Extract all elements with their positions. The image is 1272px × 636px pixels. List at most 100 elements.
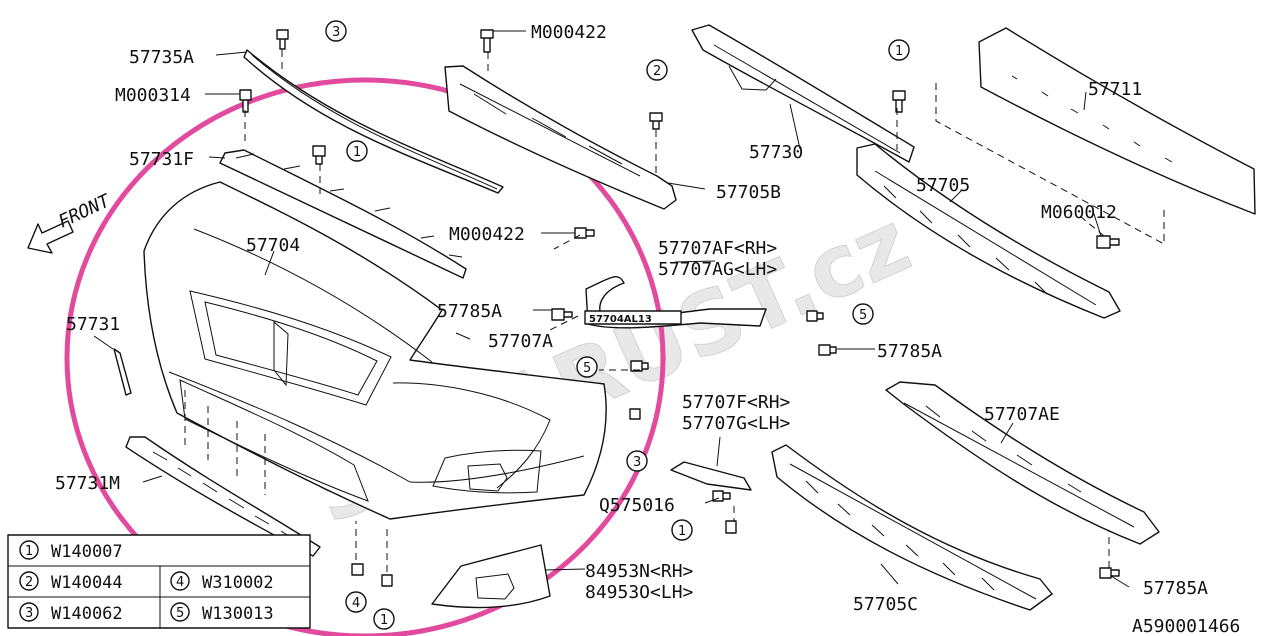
bumper-grille-frame bbox=[189, 290, 392, 406]
label-q575016: Q575016 bbox=[599, 495, 675, 516]
clip-icon bbox=[351, 563, 364, 576]
part-57705-absorber bbox=[856, 143, 1121, 319]
label-57707ag: 57707AG<LH> bbox=[658, 259, 777, 280]
assembly-dashed-lines bbox=[184, 50, 1110, 572]
clip-icon bbox=[725, 520, 737, 534]
legend-row-5: 5 W130013 bbox=[170, 602, 274, 624]
label-m000422-mid: M000422 bbox=[449, 224, 525, 245]
callout-number: 3 bbox=[332, 25, 340, 40]
part-57731-side-trim bbox=[113, 348, 132, 396]
bumper-center-rib bbox=[273, 320, 289, 387]
label-box-57704al13 bbox=[584, 310, 682, 325]
part-57711-hidden-edge bbox=[935, 83, 1165, 245]
highlight-circle bbox=[64, 77, 666, 636]
label-m000422-top: M000422 bbox=[531, 22, 607, 43]
fastener-legend-table: 1 W140007 2 W140044 3 W140062 4 W310002 … bbox=[7, 534, 311, 629]
label-57707a: 57707A bbox=[488, 331, 553, 352]
label-m060012: M060012 bbox=[1041, 202, 1117, 223]
callout-number: 1 bbox=[380, 613, 388, 628]
bumper-lower-opening bbox=[179, 379, 369, 502]
part-57711-beam bbox=[978, 27, 1256, 215]
clip-icon bbox=[629, 408, 641, 420]
callout-3-mid: 3 bbox=[626, 450, 648, 472]
part-57711-holes bbox=[1011, 75, 1173, 163]
legend-code: W310002 bbox=[202, 573, 274, 593]
callout-5-right: 5 bbox=[852, 303, 874, 325]
bumper-foglamp-recess bbox=[432, 449, 542, 494]
part-57730-reinforcement bbox=[691, 24, 915, 163]
grommet-icon bbox=[649, 112, 663, 130]
label-57785a-2: 57785A bbox=[877, 341, 942, 362]
bolt-icon bbox=[1096, 235, 1120, 249]
label-57707af: 57707AF<RH> bbox=[658, 238, 777, 259]
callout-5-mid: 5 bbox=[576, 356, 598, 378]
callout-1-right: 1 bbox=[888, 39, 910, 61]
part-57705b-upper-support bbox=[444, 65, 677, 210]
legend-row-4: 4 W310002 bbox=[170, 571, 274, 593]
callout-1-top: 1 bbox=[346, 140, 368, 162]
bumper-side-contour bbox=[392, 382, 551, 489]
callout-1-bottom: 1 bbox=[373, 608, 395, 630]
screw-icon bbox=[480, 29, 494, 53]
part-57705c-ribs bbox=[789, 463, 1037, 600]
label-57705: 57705 bbox=[916, 175, 970, 196]
callout-3-top: 3 bbox=[325, 20, 347, 42]
screw-icon bbox=[1099, 567, 1120, 579]
part-57707ae-details bbox=[903, 402, 1135, 528]
part-57730-details bbox=[713, 44, 901, 154]
label-m000314: M000314 bbox=[115, 85, 191, 106]
bumper-foglamp-hole bbox=[467, 463, 508, 492]
legend-number: 2 bbox=[25, 575, 33, 590]
part-57705c-lower-absorber bbox=[771, 444, 1053, 611]
part-57705-ribs bbox=[874, 170, 1097, 306]
part-57731m-mesh bbox=[152, 451, 296, 541]
callout-number: 1 bbox=[895, 44, 903, 59]
legend-number: 4 bbox=[176, 575, 184, 590]
part-57705b-details bbox=[459, 83, 641, 177]
label-57705b: 57705B bbox=[716, 182, 781, 203]
part-57731f-detail bbox=[235, 153, 463, 258]
bumper-upper-lip bbox=[193, 228, 433, 363]
front-arrow-icon bbox=[27, 220, 74, 254]
bolt-icon bbox=[892, 90, 906, 113]
part-57704-bumper-face bbox=[143, 181, 607, 520]
screw-icon bbox=[551, 308, 573, 321]
legend-code: W140007 bbox=[51, 542, 123, 562]
part-57735a-strip bbox=[243, 49, 504, 194]
label-57707ae: 57707AE bbox=[984, 404, 1060, 425]
fastener-icons bbox=[239, 29, 1120, 587]
label-57705c: 57705C bbox=[853, 594, 918, 615]
front-direction-indicator: FRONT bbox=[27, 190, 114, 254]
screw-icon bbox=[630, 360, 649, 372]
legend-number: 1 bbox=[25, 544, 33, 559]
label-57735a: 57735A bbox=[129, 47, 194, 68]
clip-icon bbox=[312, 145, 326, 165]
label-84953n: 84953N<RH> bbox=[585, 561, 694, 582]
legend-grid-lines bbox=[8, 565, 310, 628]
legend-code: W140044 bbox=[51, 573, 123, 593]
callout-number: 1 bbox=[678, 524, 686, 539]
legend-border bbox=[7, 534, 311, 629]
callout-number: 1 bbox=[353, 145, 361, 160]
screw-icon bbox=[806, 310, 824, 322]
label-57731m: 57731M bbox=[55, 473, 120, 494]
callout-2-top: 2 bbox=[646, 59, 668, 81]
label-57707g: 57707G<LH> bbox=[682, 413, 791, 434]
legend-row-1: 1 W140007 bbox=[19, 540, 123, 562]
legend-number: 5 bbox=[176, 606, 184, 621]
label-57711: 57711 bbox=[1088, 79, 1142, 100]
part-57731f-bracket bbox=[219, 149, 467, 279]
label-84953o: 84953O<LH> bbox=[585, 582, 694, 603]
legend-row-2: 2 W140044 bbox=[19, 571, 123, 593]
label-57731: 57731 bbox=[66, 314, 120, 335]
legend-row-3: 3 W140062 bbox=[19, 602, 123, 624]
callout-number: 5 bbox=[583, 361, 591, 376]
part-57731m-lower-grille bbox=[125, 436, 321, 557]
screw-icon bbox=[818, 344, 837, 356]
label-57707f: 57707F<RH> bbox=[682, 392, 791, 413]
leader-lines bbox=[93, 30, 1130, 588]
callout-1-bottom-mid: 1 bbox=[671, 519, 693, 541]
part-57735a-detail bbox=[251, 54, 498, 190]
label-57785a-3: 57785A bbox=[1143, 578, 1208, 599]
callout-4-bottom: 4 bbox=[345, 591, 367, 613]
